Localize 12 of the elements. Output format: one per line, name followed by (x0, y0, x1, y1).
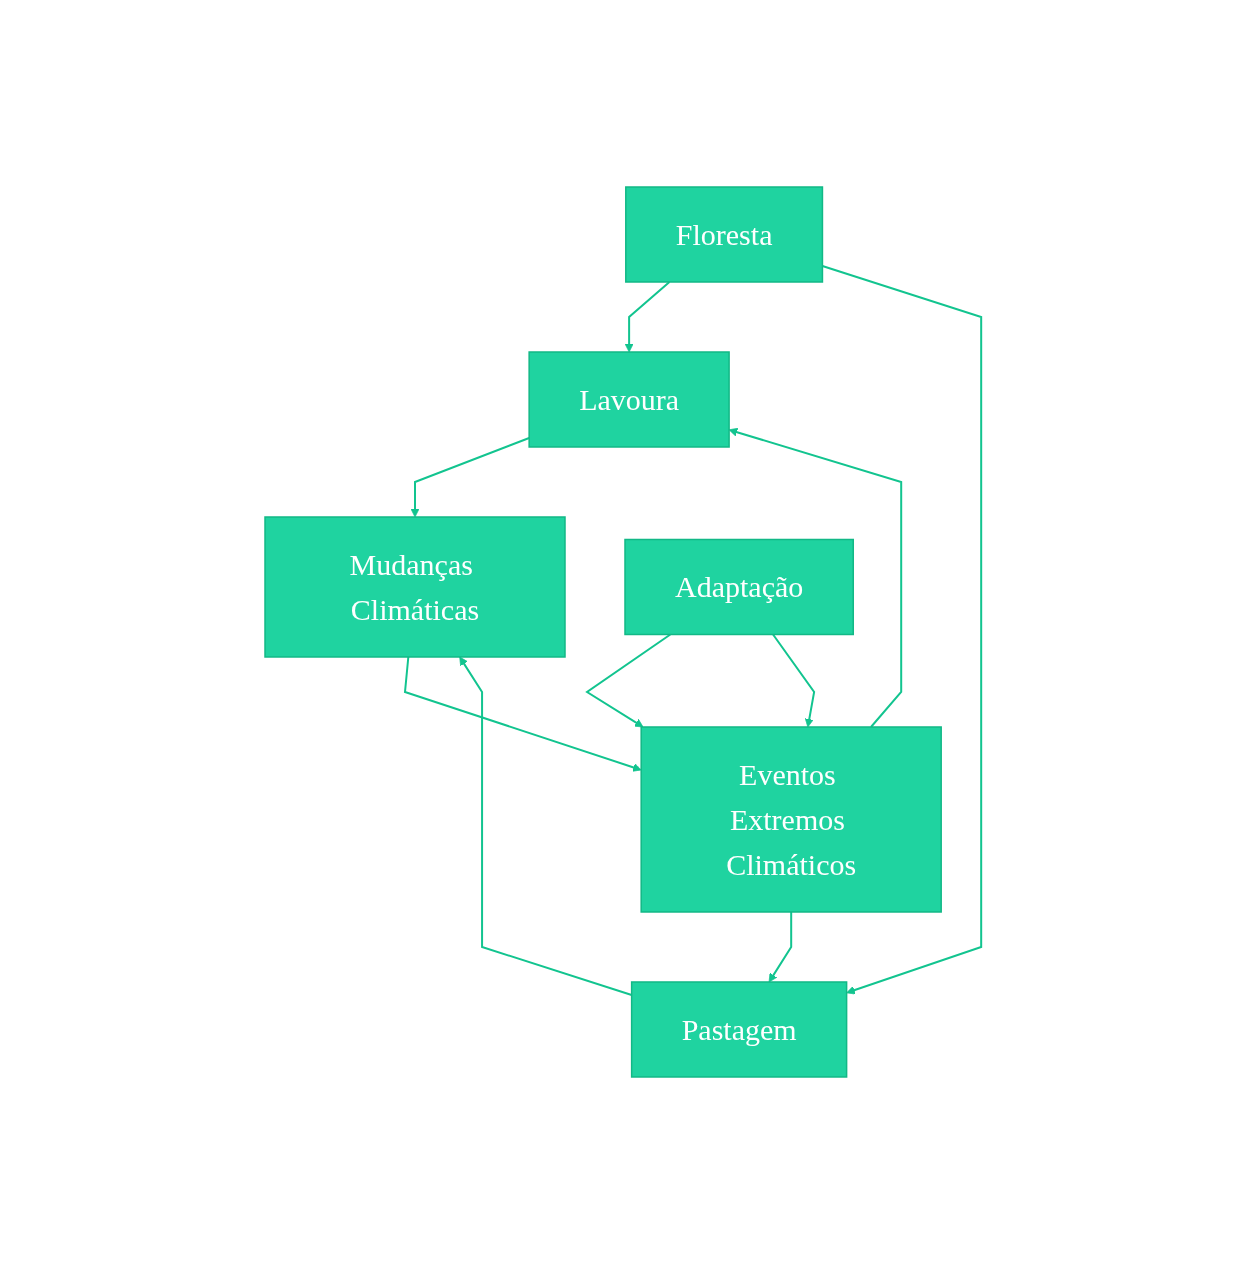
arrow (404, 655, 642, 772)
arrow (585, 633, 672, 727)
arrow (769, 910, 793, 982)
arrow (729, 427, 903, 728)
node-box: Pastagem (631, 980, 848, 1078)
arrow (772, 633, 816, 727)
arrow (625, 280, 671, 352)
node-box: Floresta (625, 185, 824, 283)
node-box: Eventos Extremos Climáticos (640, 725, 943, 913)
node-box: Adaptação (624, 538, 855, 635)
node-box: Lavoura (528, 350, 731, 448)
node-box: Mudanças Climáticas (264, 515, 567, 658)
